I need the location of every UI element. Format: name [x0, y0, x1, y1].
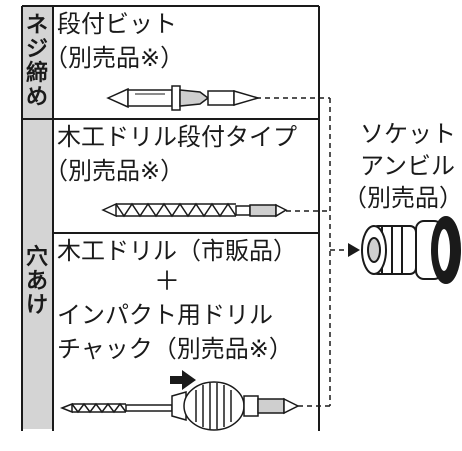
dashed-connectors	[256, 97, 350, 407]
socket-label-line1: ソケット	[360, 120, 456, 148]
stepped-bit-image	[106, 85, 261, 111]
table-frame	[21, 5, 320, 431]
category-hole-bg	[22, 119, 53, 429]
stepped-bit-name: 段付ビット	[57, 10, 177, 38]
category-screw-label: ネジ締め	[25, 13, 48, 110]
stepped-wood-drill-note: （別売品※）	[44, 157, 185, 185]
wood-drill-image	[59, 402, 173, 414]
wood-drill-name: 木工ドリル（市販品）	[57, 237, 297, 265]
drill-chuck-image	[171, 381, 300, 431]
connector-arrowhead	[348, 243, 360, 257]
impact-drill-name: インパクト用ドリル	[57, 301, 273, 329]
stepped-wood-drill-name: 木工ドリル段付タイプ	[57, 123, 297, 151]
category-hole-label: 穴あけ	[25, 245, 48, 318]
category-screw-bg	[22, 6, 53, 119]
chuck-name: チャック（別売品※）	[57, 335, 293, 363]
stepped-wood-drill-image	[101, 202, 288, 218]
stepped-bit-note: （別売品※）	[44, 44, 185, 72]
insert-direction-arrow	[170, 370, 196, 390]
socket-label-line3: （別売品）	[343, 184, 462, 212]
socket-anvil-image	[361, 216, 461, 284]
socket-label-line2: アンビル	[360, 152, 456, 180]
plus-sign: ＋	[154, 267, 181, 297]
